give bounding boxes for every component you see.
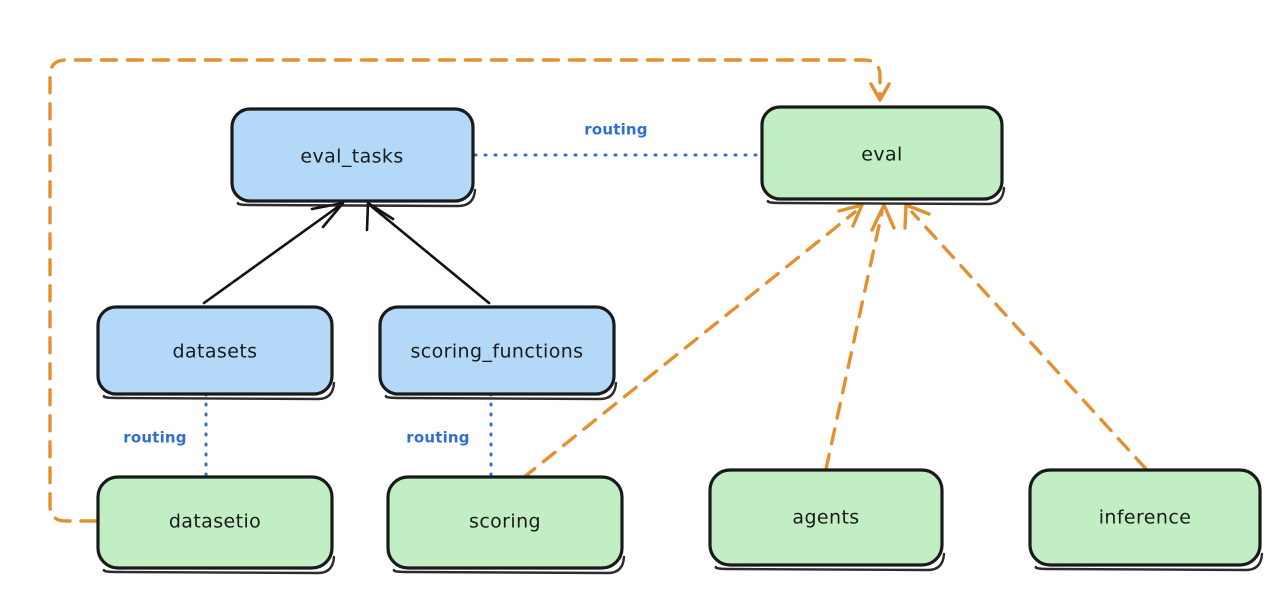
node-datasetio[interactable]: datasetio xyxy=(96,475,336,575)
edge-scoring-functions-eval-tasks-arrowhead xyxy=(365,201,395,232)
edge-agents-eval-arrowhead xyxy=(870,203,896,232)
edge-datasetio-eval-arrowhead xyxy=(869,82,891,102)
node-scoring-functions-rect[interactable] xyxy=(378,305,616,396)
node-inference-rect[interactable] xyxy=(1028,468,1262,567)
node-scoring-rect[interactable] xyxy=(386,475,624,570)
edge-inference-eval-path xyxy=(910,210,1148,471)
node-datasetio-rect[interactable] xyxy=(96,475,334,570)
node-datasets-shadow xyxy=(102,381,336,401)
node-agents-label: agents xyxy=(792,507,859,529)
node-eval-label: eval xyxy=(861,144,902,166)
edge-label-routing-scoring-functions: routing xyxy=(406,429,470,447)
node-eval-tasks-rect[interactable] xyxy=(230,107,475,203)
edge-scoring-functions-eval-tasks-path xyxy=(369,204,491,305)
edge-inference-eval-arrowhead xyxy=(903,203,931,230)
edge-scoring-eval xyxy=(521,203,864,480)
edge-scoring-eval-path xyxy=(521,210,857,480)
node-eval-tasks-shadow xyxy=(236,188,477,208)
edge-scoring-eval-arrowhead xyxy=(837,203,864,228)
node-scoring[interactable]: scoring xyxy=(386,475,626,575)
edge-label-routing-eval-tasks: routing xyxy=(584,121,648,139)
node-datasetio-shadow xyxy=(102,555,336,575)
node-scoring-functions[interactable]: scoring_functions xyxy=(378,305,618,401)
node-scoring-functions-shadow xyxy=(384,381,618,401)
node-agents-shadow xyxy=(714,552,946,572)
node-inference-shadow xyxy=(1034,552,1264,572)
node-eval-shadow xyxy=(766,186,1006,206)
node-scoring-label: scoring xyxy=(469,511,541,533)
node-eval-rect[interactable] xyxy=(760,105,1004,201)
node-eval-tasks-label: eval_tasks xyxy=(300,146,403,168)
node-scoring-functions-label: scoring_functions xyxy=(411,341,584,363)
node-scoring-shadow xyxy=(392,555,626,575)
node-inference[interactable]: inference xyxy=(1028,468,1264,572)
edge-datasets-eval-tasks-path xyxy=(202,204,341,305)
edge-inference-eval xyxy=(903,203,1148,471)
node-inference-label: inference xyxy=(1099,507,1192,529)
node-eval-tasks[interactable]: eval_tasks xyxy=(230,107,477,208)
node-datasets-rect[interactable] xyxy=(96,305,334,396)
edge-datasetio-eval xyxy=(48,58,891,523)
node-datasets[interactable]: datasets xyxy=(96,305,336,401)
edge-scoring-functions-eval-tasks xyxy=(365,201,491,305)
node-datasetio-label: datasetio xyxy=(169,511,261,533)
edge-agents-eval xyxy=(824,203,896,471)
edge-label-routing-datasets: routing xyxy=(123,429,187,447)
node-datasets-label: datasets xyxy=(173,341,258,363)
edge-agents-eval-path xyxy=(824,210,884,471)
node-eval[interactable]: eval xyxy=(760,105,1006,206)
edge-datasetio-eval-path xyxy=(48,58,882,523)
node-agents[interactable]: agents xyxy=(708,468,946,572)
edge-datasets-eval-tasks-arrowhead xyxy=(310,201,345,229)
edge-datasets-eval-tasks xyxy=(202,201,345,305)
node-agents-rect[interactable] xyxy=(708,468,944,567)
